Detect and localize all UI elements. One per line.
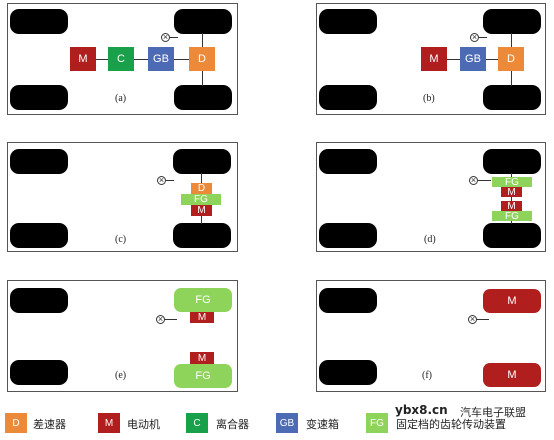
wheel-rear-left <box>319 223 377 248</box>
fixed-gear-box-bottom: FG <box>492 211 532 222</box>
wheel-rear-right <box>483 85 541 110</box>
legend-swatch-fixed-gear: FG <box>366 413 388 433</box>
wheel-front-left <box>10 9 68 34</box>
wheel-sensor-icon: × <box>468 314 477 324</box>
fixed-gear-box-bottom: FG <box>174 364 232 388</box>
wheel-front-left <box>10 149 68 174</box>
motor-box-top: M <box>501 187 522 198</box>
wheel-front-right <box>483 9 541 34</box>
wheel-front-left <box>319 288 377 313</box>
wheel-rear-left <box>10 85 68 110</box>
wheel-rear-right <box>173 223 231 248</box>
wheel-rear-right <box>174 85 232 110</box>
gearbox-box: GB <box>460 47 486 71</box>
wheel-front-right <box>174 9 232 34</box>
panel-a: × M C GB D (a) <box>7 3 238 115</box>
wheel-rear-left <box>319 85 377 110</box>
sensor-lead <box>479 37 487 38</box>
motor-box-bottom: M <box>190 352 214 364</box>
motor-box: M <box>191 205 212 216</box>
panel-label: (e) <box>115 370 127 381</box>
wheel-rear-left <box>319 360 377 385</box>
wheel-rear-left <box>10 223 68 248</box>
watermark-site: ybx8.cn <box>395 403 448 417</box>
wheel-front-left <box>10 288 68 313</box>
differential-box: D <box>498 47 524 71</box>
legend-label-differential: 差速器 <box>33 418 66 431</box>
differential-box: D <box>189 47 215 71</box>
legend-swatch-clutch: C <box>186 413 208 433</box>
wheel-sensor-icon: × <box>157 175 166 185</box>
motor-box: M <box>70 47 96 71</box>
panel-label: (a) <box>115 93 127 104</box>
panel-e: × FG M M FG (e) <box>7 280 238 392</box>
panel-c: × D FG M (c) <box>7 142 238 252</box>
wheel-sensor-icon: × <box>156 314 165 324</box>
motor-box-bottom: M <box>501 201 522 212</box>
sensor-lead <box>478 180 491 181</box>
panel-b: × M GB D (b) <box>316 3 546 115</box>
wheel-sensor-icon: × <box>470 32 479 42</box>
motor-box-bottom: M <box>483 363 541 387</box>
fixed-gear-box-top: FG <box>174 288 232 312</box>
panel-label: (d) <box>424 234 436 245</box>
legend-label-gearbox: 变速箱 <box>306 418 339 431</box>
wheel-front-left <box>319 149 377 174</box>
motor-box-top: M <box>190 312 214 323</box>
differential-box: D <box>191 183 212 194</box>
wheel-front-left <box>319 9 377 34</box>
sensor-lead <box>170 37 178 38</box>
rear-axle <box>511 173 512 224</box>
gearbox-box: GB <box>148 47 174 71</box>
legend-label-motor: 电动机 <box>127 418 160 431</box>
panel-label: (b) <box>423 93 435 104</box>
wheel-front-right <box>173 149 231 174</box>
motor-box-top: M <box>483 289 541 313</box>
watermark-brand: 汽车电子联盟 <box>460 406 526 419</box>
wheel-sensor-icon: × <box>469 175 478 185</box>
drive-shaft <box>95 59 190 60</box>
sensor-lead <box>477 319 489 320</box>
wheel-rear-right <box>483 223 541 248</box>
legend-swatch-motor: M <box>98 413 120 433</box>
panel-label: (c) <box>115 234 127 245</box>
panel-label: (f) <box>422 370 432 381</box>
legend-swatch-gearbox: GB <box>276 413 298 433</box>
panel-d: × FG M M FG (d) <box>316 142 546 252</box>
fixed-gear-box-top: FG <box>492 177 532 188</box>
panel-f: × M M (f) <box>316 280 546 392</box>
wheel-front-right <box>483 149 541 174</box>
fixed-gear-box: FG <box>181 194 221 205</box>
sensor-lead <box>166 180 174 181</box>
clutch-box: C <box>108 47 134 71</box>
wheel-sensor-icon: × <box>161 32 170 42</box>
legend-label-fixed-gear: 固定档的齿轮传动装置 <box>396 418 506 431</box>
legend-swatch-differential: D <box>5 413 27 433</box>
wheel-rear-left <box>10 360 68 385</box>
motor-box: M <box>421 47 447 71</box>
legend-label-clutch: 离合器 <box>216 418 249 431</box>
sensor-lead <box>165 319 177 320</box>
